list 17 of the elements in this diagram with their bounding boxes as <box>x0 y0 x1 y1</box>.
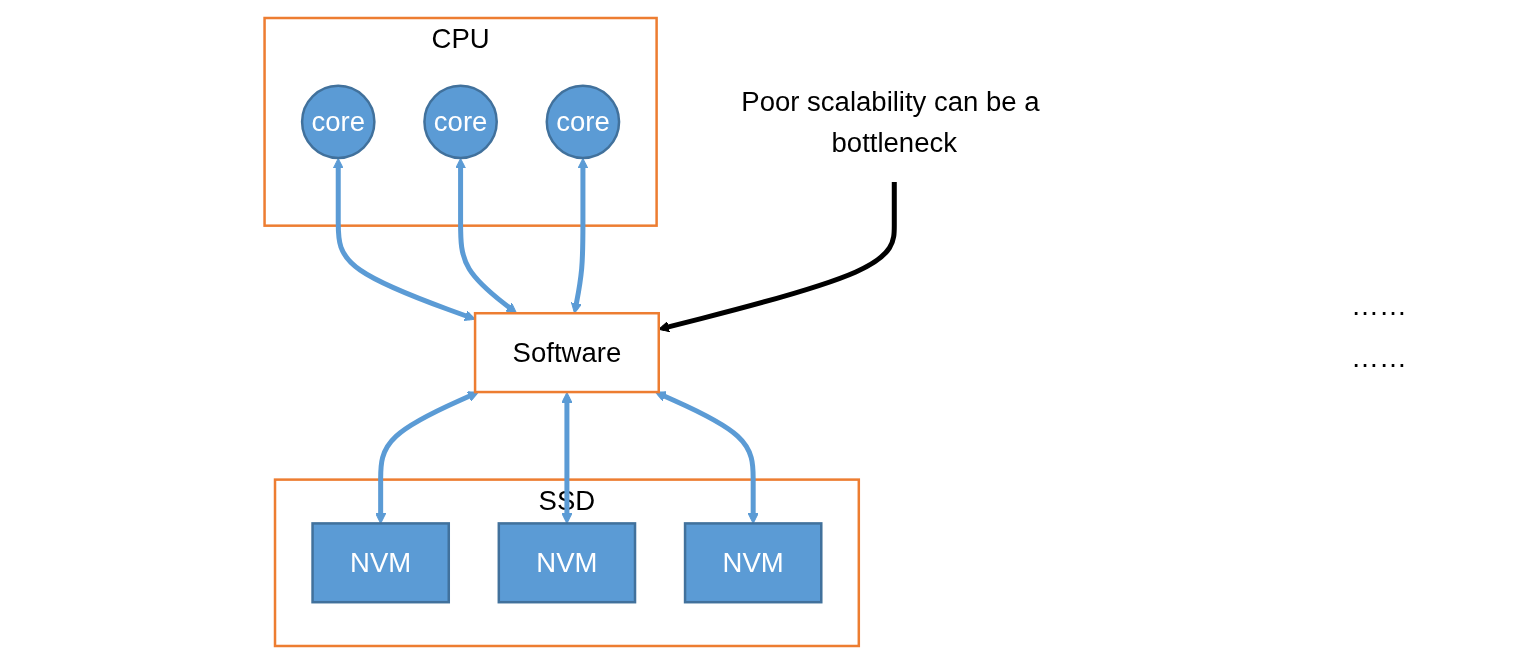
arrow <box>561 392 573 524</box>
node-box: NVM <box>683 522 823 604</box>
ellipsis-text: …… <box>1351 290 1408 322</box>
arrow <box>332 158 476 321</box>
arrow <box>375 391 479 524</box>
ellipsis-text: …… <box>1351 342 1408 374</box>
arrow <box>658 181 897 333</box>
node-box: Software <box>473 312 660 394</box>
arrow <box>655 391 759 524</box>
node-circle: core <box>300 84 376 160</box>
node-box: NVM <box>311 522 450 604</box>
node-circle: core <box>423 84 498 160</box>
node-box: NVM <box>497 522 637 604</box>
node-circle: core <box>545 84 621 160</box>
arrow <box>570 158 589 314</box>
arrow <box>455 158 518 314</box>
node-text: Poor scalability can be a bottleneck <box>741 85 1040 159</box>
